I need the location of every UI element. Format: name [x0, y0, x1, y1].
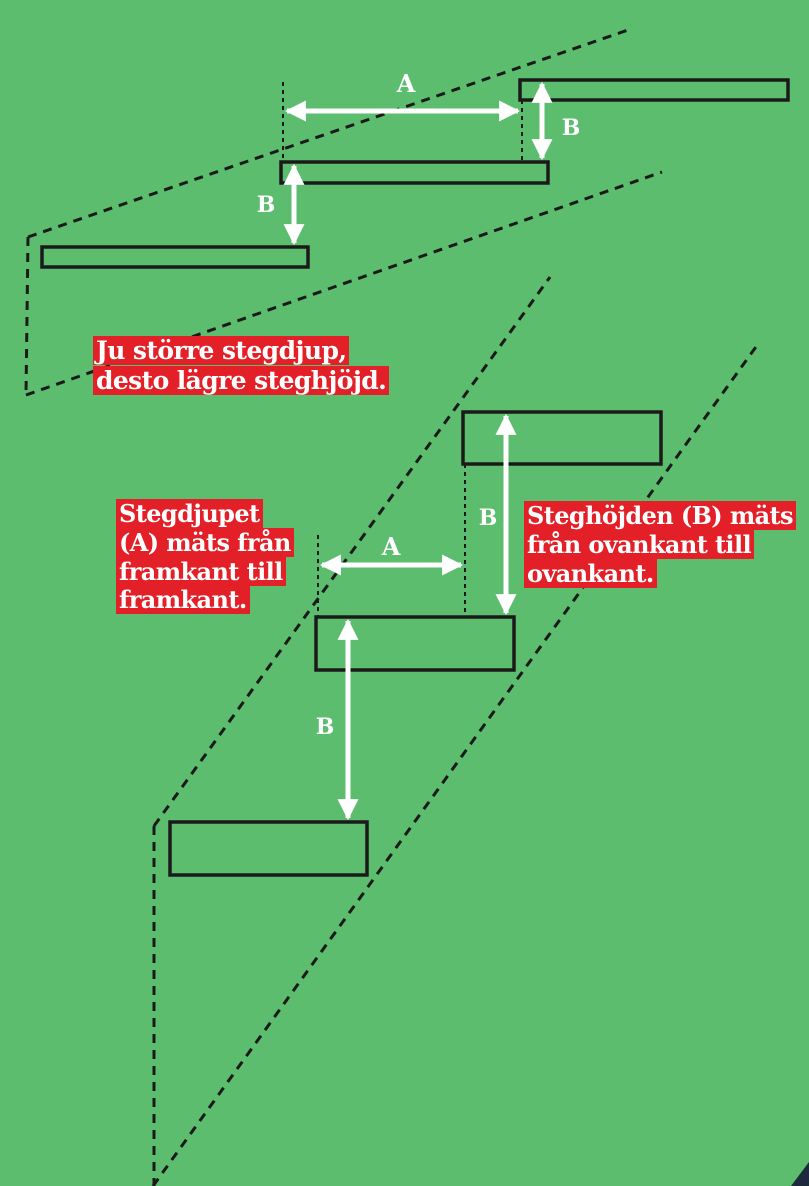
- callout-line: (A) mäts från: [116, 527, 294, 557]
- callout-depth-measure: Stegdjupet (A) mäts från framkant till f…: [116, 499, 294, 615]
- callout-depth-vs-height: Ju större stegdjup, desto lägre steghjöj…: [93, 336, 390, 396]
- tread-2: [314, 615, 516, 672]
- depth-label: A: [396, 69, 416, 98]
- height-label-left: B: [257, 192, 276, 218]
- stair-outline-upper: [152, 276, 552, 827]
- height-label-right: B: [562, 115, 581, 141]
- tread-1: [168, 820, 369, 877]
- callout-line: ovankant.: [524, 558, 657, 588]
- callout-line: Stegdjupet: [116, 499, 263, 528]
- callout-line: framkant.: [116, 585, 250, 615]
- tread-2: [279, 160, 550, 185]
- stair-outline-lower: [151, 343, 760, 1186]
- shallow-stair: A B B: [24, 28, 790, 397]
- height-label-left: B: [316, 714, 335, 740]
- corner-mark: [791, 1162, 809, 1186]
- callout-line: Ju större stegdjup,: [93, 336, 350, 365]
- stair-outline-end: [24, 236, 30, 396]
- callout-height-measure: Steghöjden (B) mäts från ovankant till o…: [524, 501, 796, 588]
- tread-1: [40, 245, 310, 269]
- callout-line: Steghöjden (B) mäts: [524, 501, 796, 530]
- tread-3: [518, 78, 790, 102]
- depth-label: A: [381, 532, 401, 561]
- callout-line: från ovankant till: [524, 529, 754, 559]
- tread-3: [461, 410, 663, 466]
- steep-stair: A B B: [151, 276, 760, 1186]
- callout-line: desto lägre steghjöjd.: [93, 366, 390, 395]
- stair-outline-upper: [27, 28, 629, 239]
- callout-line: framkant till: [116, 556, 286, 586]
- height-label-right: B: [479, 505, 498, 531]
